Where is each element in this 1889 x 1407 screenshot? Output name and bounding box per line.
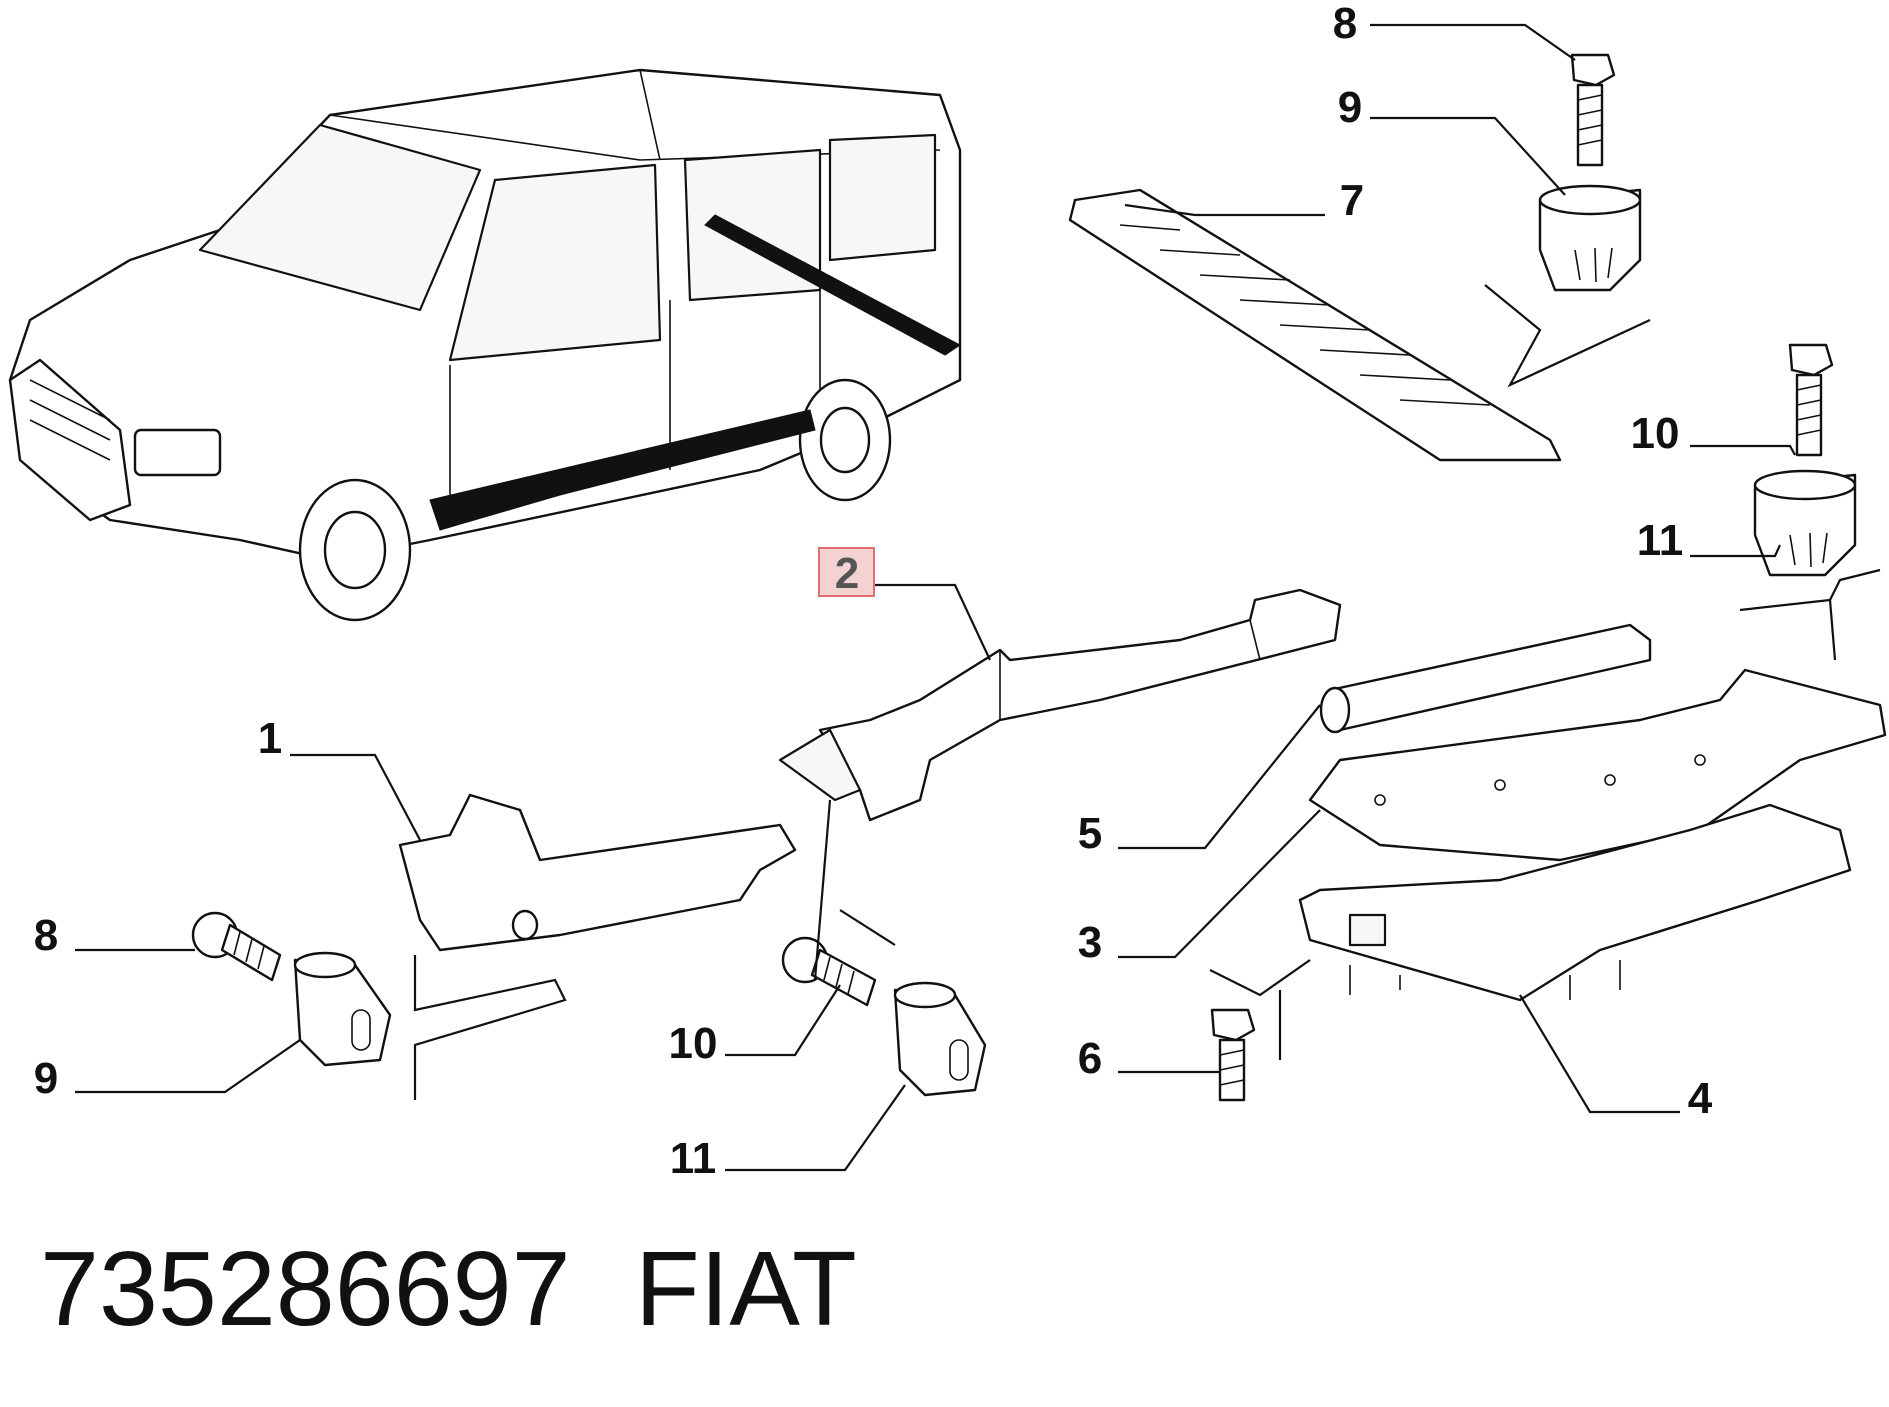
callout-2[interactable]: 2 [835,549,859,598]
part-code: 735286697 [40,1230,571,1348]
leader-lines [75,23,1796,1172]
sill-trim-panel [1298,803,1852,1002]
callout-8-left: 8 [34,911,58,960]
grommet-icon [1753,469,1857,577]
callout-10-center: 10 [669,1019,718,1068]
callout-5: 5 [1078,809,1102,858]
van-illustration [8,68,962,622]
screw-icon [781,936,877,1007]
callout-7: 7 [1340,176,1364,225]
sill-trim-panel [778,588,1342,822]
callout-9-left: 9 [34,1054,58,1103]
screw-icon [1788,343,1834,457]
screw-icon [1210,1008,1256,1102]
callout-3: 3 [1078,918,1102,967]
sill-trim-panel [1068,188,1562,462]
highlight-box [818,547,875,597]
callout-11-center: 11 [670,1134,717,1183]
callout-11-right: 11 [1637,516,1684,565]
callout-9-top: 9 [1338,83,1362,132]
brand-name: FIAT [635,1230,857,1348]
callout-6: 6 [1078,1034,1102,1083]
callout-8-top: 8 [1333,0,1357,48]
screw-icon [1570,53,1616,167]
highlighted-callout[interactable]: 2 [818,547,875,598]
grommet-icon [1538,184,1642,292]
callout-1: 1 [258,714,282,763]
sill-trim-panel [398,793,797,952]
screw-icon [191,911,282,982]
seal-strip [1319,623,1652,734]
callout-4: 4 [1688,1074,1713,1123]
grommet-icon [293,951,392,1067]
assembly-brackets [413,284,1881,1100]
callout-10-right: 10 [1631,409,1680,458]
grommet-icon [893,981,987,1097]
sill-trim-panel [1308,668,1887,862]
